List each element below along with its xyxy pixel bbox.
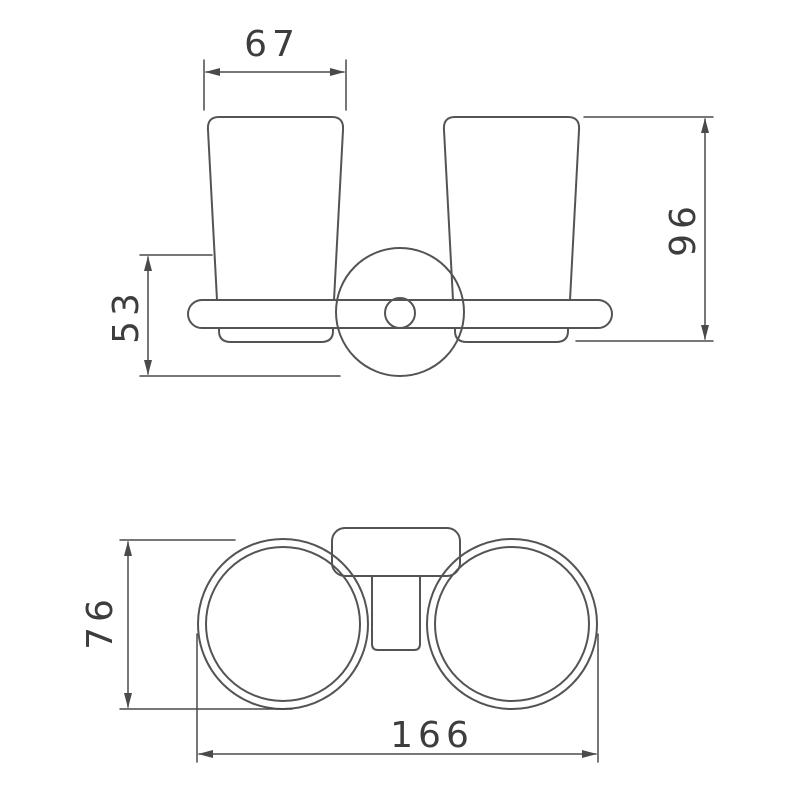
arrowhead bbox=[701, 325, 709, 340]
arrowhead bbox=[198, 750, 213, 758]
left-ring-inner bbox=[205, 546, 361, 702]
dimension-ring-depth: 76 bbox=[80, 539, 293, 710]
dim-label-holder-height: 53 bbox=[106, 288, 147, 344]
arrowhead bbox=[582, 750, 597, 758]
wall-plate-circle bbox=[335, 247, 465, 377]
dimension-holder-height: 53 bbox=[106, 254, 341, 377]
dim-label-cup-width: 67 bbox=[244, 24, 300, 65]
arrowhead bbox=[330, 68, 345, 76]
arrowhead bbox=[144, 360, 152, 375]
dimension-overall-width: 166 bbox=[196, 633, 599, 763]
center-post bbox=[371, 575, 421, 651]
dimension-cup-width: 67 bbox=[203, 24, 347, 111]
right-ring-outer bbox=[426, 538, 598, 710]
left-cup-bottom bbox=[218, 327, 334, 343]
arrowhead bbox=[701, 118, 709, 133]
left-cup bbox=[206, 116, 345, 301]
arrowhead bbox=[205, 68, 220, 76]
top-view bbox=[197, 527, 598, 710]
holder-rail bbox=[187, 299, 613, 329]
wall-plate-top bbox=[331, 527, 461, 577]
arrowhead bbox=[144, 256, 152, 271]
arrowhead bbox=[124, 693, 132, 708]
arrowhead bbox=[124, 541, 132, 556]
dim-label-cup-height: 96 bbox=[663, 201, 704, 257]
dim-label-ring-depth: 76 bbox=[80, 594, 121, 650]
left-ring-outer bbox=[197, 538, 369, 710]
dimension-cup-height: 96 bbox=[575, 116, 714, 342]
front-view bbox=[187, 116, 613, 377]
center-hub-circle bbox=[384, 297, 416, 329]
dim-label-overall-width: 166 bbox=[390, 715, 474, 756]
right-cup-bottom bbox=[454, 327, 569, 343]
right-ring-inner bbox=[434, 546, 590, 702]
right-cup bbox=[442, 116, 581, 301]
